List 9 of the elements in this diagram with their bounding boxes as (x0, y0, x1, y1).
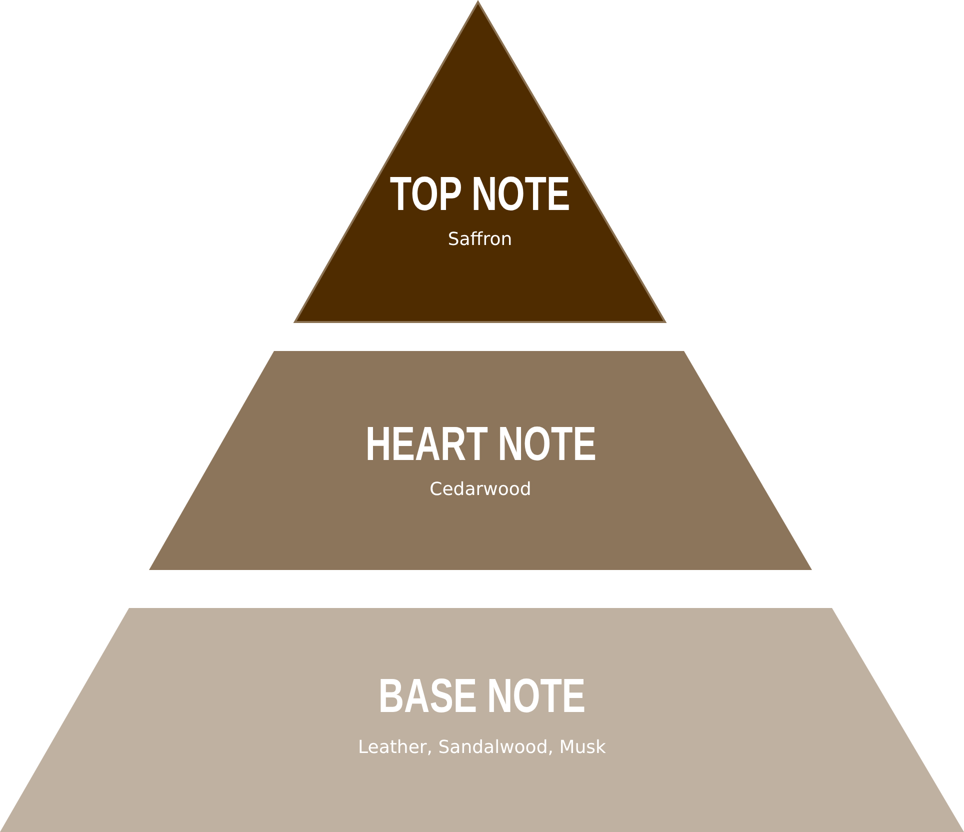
pyramid-base-tier (0, 608, 964, 832)
pyramid-middle-tier (149, 351, 812, 570)
note-heading: TOP NOTE (390, 171, 570, 219)
note-heading: BASE NOTE (378, 673, 586, 721)
pyramid-top-tier (295, 2, 665, 322)
note-heading: HEART NOTE (365, 421, 596, 469)
note-ingredients: Cedarwood (430, 479, 532, 501)
note-ingredients: Leather, Sandalwood, Musk (358, 737, 606, 759)
note-ingredients: Saffron (448, 229, 512, 251)
